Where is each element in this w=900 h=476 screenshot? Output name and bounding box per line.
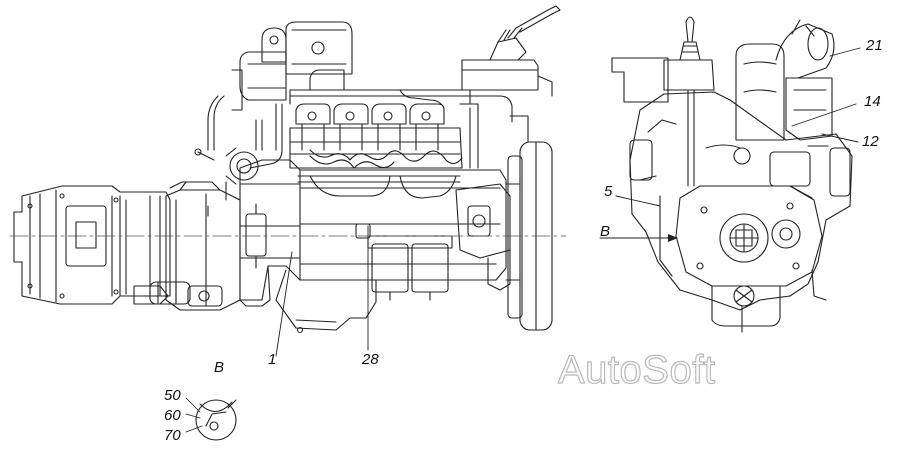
front-pipe-right bbox=[811, 269, 827, 301]
callout-5: 5 bbox=[604, 183, 613, 200]
mount-bracket bbox=[611, 57, 669, 103]
gear-shift-front bbox=[663, 16, 715, 187]
valve-cover bbox=[333, 103, 369, 151]
air-cleaner bbox=[785, 77, 833, 141]
valve-cover bbox=[371, 103, 407, 151]
watermark: AutoSoft bbox=[557, 348, 716, 392]
callout-14: 14 bbox=[864, 93, 881, 110]
fuel-pump bbox=[455, 183, 511, 291]
valve-cover bbox=[409, 103, 445, 151]
front-pipe bbox=[659, 195, 673, 277]
valve-cover bbox=[295, 103, 331, 151]
detail-view-b bbox=[185, 397, 237, 441]
cylinder-heads bbox=[289, 103, 463, 169]
front-oil-pan bbox=[711, 285, 781, 333]
view-b-arrowhead bbox=[668, 234, 678, 242]
fuel-filters bbox=[355, 223, 453, 301]
gear-shift bbox=[461, 5, 561, 97]
intake-pipe bbox=[735, 19, 835, 141]
callout-50: 50 bbox=[164, 387, 181, 404]
starter bbox=[149, 281, 191, 305]
air-filter bbox=[231, 21, 353, 111]
view-b-label-detail: B bbox=[214, 359, 225, 376]
fuel-lines bbox=[297, 149, 463, 199]
callout-21: 21 bbox=[866, 37, 883, 54]
leader-lines bbox=[275, 225, 369, 357]
front-pulley bbox=[505, 115, 553, 331]
callout-70: 70 bbox=[164, 427, 181, 444]
front-leader-lines bbox=[615, 47, 861, 207]
callout-60: 60 bbox=[164, 407, 181, 424]
callout-12: 12 bbox=[862, 133, 879, 150]
engine-block bbox=[239, 159, 507, 307]
alternator bbox=[194, 147, 259, 185]
oil-pan bbox=[275, 269, 377, 334]
coolant-pipes bbox=[169, 95, 479, 217]
intake-manifold bbox=[289, 69, 513, 123]
callout-28: 28 bbox=[362, 351, 379, 368]
engine-front-view bbox=[599, 16, 861, 333]
front-block bbox=[629, 91, 853, 311]
engine-side-view bbox=[9, 5, 567, 357]
timing-cover bbox=[675, 185, 823, 287]
callout-1: 1 bbox=[268, 351, 277, 368]
view-b-label-front: B bbox=[600, 223, 611, 240]
